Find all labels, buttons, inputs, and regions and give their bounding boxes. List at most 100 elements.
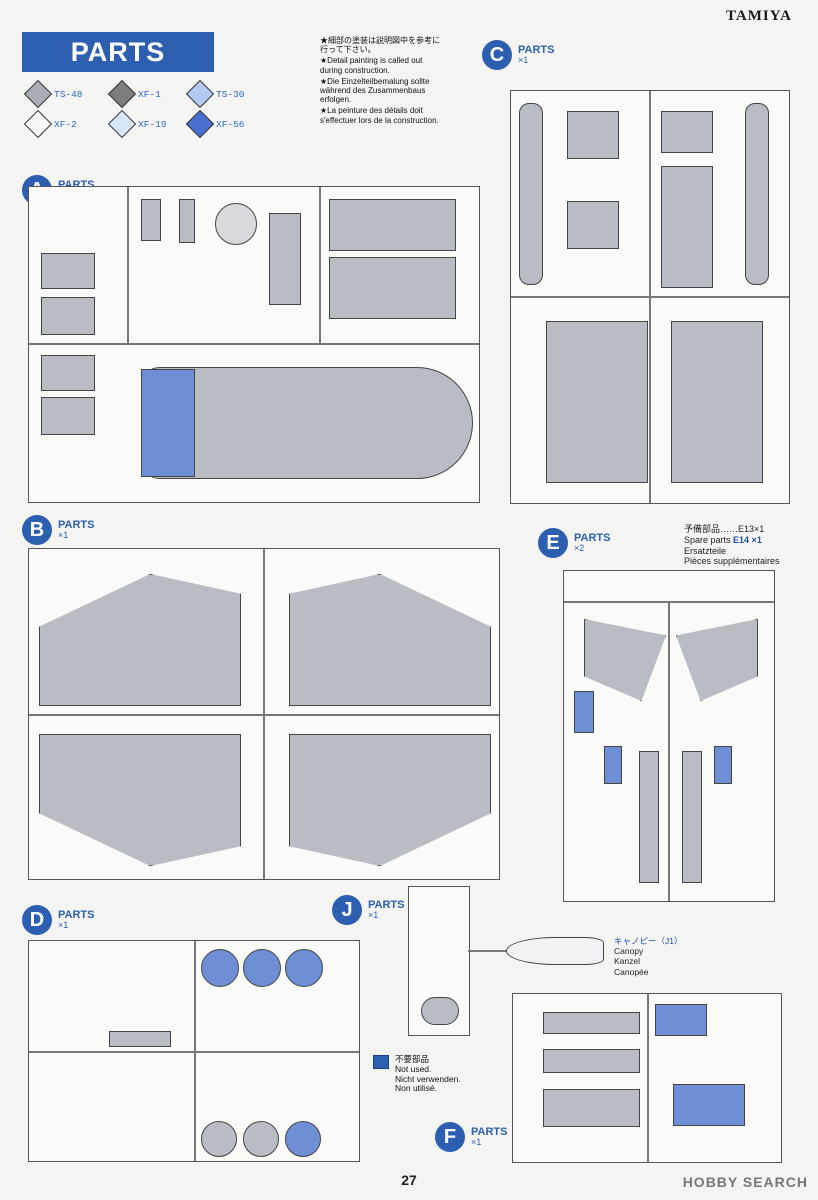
part <box>671 321 763 483</box>
part <box>567 111 619 159</box>
part <box>543 1089 640 1127</box>
section-d-badge: D <box>22 905 52 935</box>
section-j-badge: J <box>332 895 362 925</box>
part <box>285 1121 321 1157</box>
sprue-a <box>28 186 480 503</box>
part <box>661 166 713 288</box>
canopy-label: キャノピー（J1） Canopy Kanzel Canopée <box>614 936 682 977</box>
canopy-en: Canopy <box>614 946 644 957</box>
part <box>201 949 239 987</box>
part <box>141 367 473 479</box>
spare-fr: Pièces supplémentaires <box>684 556 780 567</box>
paint-swatch: XF-19 <box>107 109 167 139</box>
sprue-f <box>512 993 782 1163</box>
section-c-label: PARTS <box>518 44 555 56</box>
canopy-de: Kanzel <box>614 956 640 967</box>
paint-swatch: TS-48 <box>23 79 83 109</box>
paint-code: XF-56 <box>216 118 245 130</box>
sprue-e <box>563 570 775 902</box>
paint-chip-icon <box>185 79 215 109</box>
sprue-c <box>510 90 790 504</box>
paint-swatch: XF-56 <box>185 109 245 139</box>
paint-code: XF-2 <box>54 118 77 130</box>
section-e-badge: E <box>538 528 568 558</box>
part <box>682 751 702 883</box>
part <box>574 691 594 733</box>
section-d-header: D PARTS×1 <box>22 905 94 935</box>
part <box>676 619 758 701</box>
paint-swatch: XF-1 <box>107 79 161 109</box>
canopy-fr: Canopée <box>614 966 649 977</box>
part <box>604 746 622 784</box>
page-number: 27 <box>401 1172 417 1188</box>
part <box>109 1031 171 1047</box>
section-j-qty: ×1 <box>368 910 379 921</box>
part <box>141 369 195 477</box>
section-b-badge: B <box>22 515 52 545</box>
part <box>179 199 195 243</box>
part <box>329 257 456 319</box>
brand-logo: TAMIYA <box>725 8 792 24</box>
section-f-badge: F <box>435 1122 465 1152</box>
part <box>543 1049 640 1073</box>
painting-note: ★細部の塗装は説明図中を参考に行って下さい。 ★Detail painting … <box>320 36 440 127</box>
part <box>673 1084 745 1126</box>
note-jp: ★細部の塗装は説明図中を参考に行って下さい。 <box>320 36 440 55</box>
section-f-header: F PARTS×1 <box>435 1122 507 1152</box>
not-used-fr: Non utilisé. <box>395 1083 438 1094</box>
paint-swatch: TS-30 <box>185 79 245 109</box>
paint-chip-icon <box>23 79 53 109</box>
sprue-j <box>408 886 470 1036</box>
part <box>285 949 323 987</box>
part <box>584 619 666 701</box>
not-used-jp: 不要部品 <box>395 1054 430 1064</box>
page-title: PARTS <box>22 32 214 72</box>
canopy-part <box>506 937 604 965</box>
note-fr: ★La peinture des détails doit s'effectue… <box>320 106 439 125</box>
note-de: ★Die Einzelteilbemalung sollte während d… <box>320 76 430 105</box>
not-used-swatch <box>373 1055 389 1069</box>
paint-chip-icon <box>185 109 215 139</box>
not-used-en: Not used. <box>395 1063 432 1074</box>
section-f-qty: ×1 <box>471 1137 482 1148</box>
spare-parts-note: 予備部品……E13×1 Spare parts E14 ×1 Ersatztei… <box>684 524 814 567</box>
part <box>519 103 543 285</box>
paint-code: XF-19 <box>138 118 167 130</box>
paint-chip-icon <box>107 109 137 139</box>
part <box>41 297 95 335</box>
part <box>243 949 281 987</box>
part <box>41 397 95 435</box>
part <box>289 734 491 866</box>
canopy-jp: キャノピー（J1） <box>614 936 683 946</box>
part <box>41 253 95 289</box>
part <box>655 1004 707 1036</box>
part <box>41 355 95 391</box>
part <box>661 111 713 153</box>
section-e-header: E PARTS×2 <box>538 528 610 558</box>
paint-chip-icon <box>107 79 137 109</box>
spare-jp: 予備部品……E13×1 <box>684 524 765 534</box>
section-f-label: PARTS <box>471 1126 508 1138</box>
section-e-label: PARTS <box>574 532 611 544</box>
part <box>546 321 648 483</box>
section-d-qty: ×1 <box>58 920 69 931</box>
section-j-label: PARTS <box>368 899 405 911</box>
part <box>39 574 241 706</box>
not-used-legend: 不要部品 Not used. Nicht verwenden. Non util… <box>373 1054 461 1094</box>
section-j-header: J PARTS×1 <box>332 895 404 925</box>
part <box>567 201 619 249</box>
section-c-qty: ×1 <box>518 55 529 66</box>
paint-code: TS-48 <box>54 88 83 100</box>
section-d-label: PARTS <box>58 909 95 921</box>
part <box>141 199 161 241</box>
paint-code: XF-1 <box>138 88 161 100</box>
part <box>745 103 769 285</box>
part <box>201 1121 237 1157</box>
section-c-header: C PARTS×1 <box>482 40 554 70</box>
paint-swatches: TS-48 XF-1 TS-30 XF-2 XF-19 XF-56 <box>23 79 318 140</box>
sprue-b <box>28 548 500 880</box>
spare-de: Ersatzteile <box>684 545 727 556</box>
section-b-qty: ×1 <box>58 530 69 541</box>
section-c-badge: C <box>482 40 512 70</box>
section-b-label: PARTS <box>58 519 95 531</box>
